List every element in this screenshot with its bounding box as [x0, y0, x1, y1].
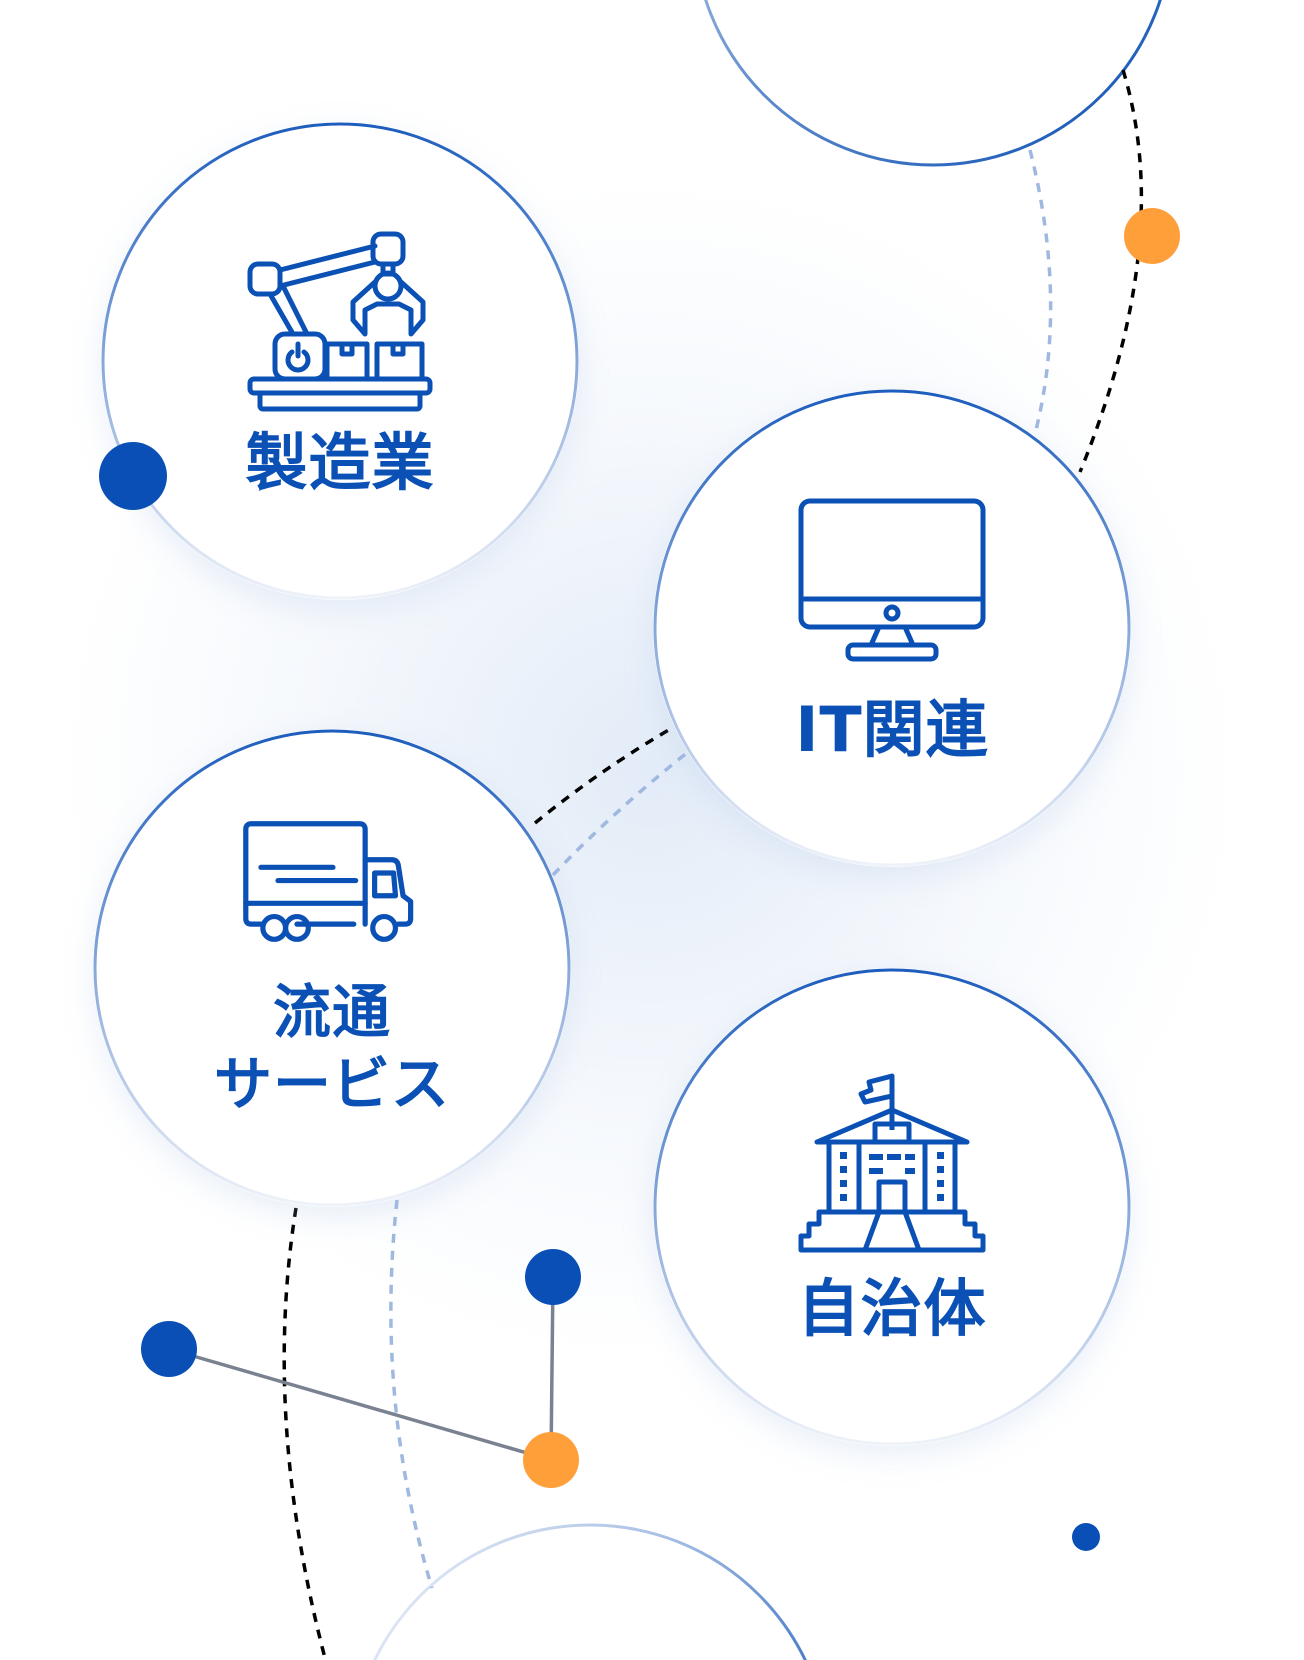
robot-arm-icon	[247, 231, 433, 412]
connector-line	[549, 1276, 555, 1461]
dashed-arc-blue-bottom	[389, 1199, 434, 1589]
decorative-dot-blue	[141, 1321, 197, 1377]
decorative-dot-orange	[1124, 208, 1180, 264]
card-ring	[93, 729, 571, 1207]
delivery-truck-icon	[243, 821, 414, 942]
decorative-dot-blue	[525, 1249, 581, 1305]
decorative-dot-blue-small	[1072, 1523, 1100, 1551]
dashed-line-black-mid	[533, 726, 673, 825]
dashed-arc-blue-top	[1028, 149, 1053, 431]
card-ring	[653, 389, 1131, 867]
decorative-dot-blue	[99, 442, 167, 510]
city-hall-icon	[798, 1073, 986, 1253]
card-ring	[101, 122, 579, 600]
industry-card-distribution[interactable]: 流通 サービス	[93, 729, 571, 1207]
industry-card-government[interactable]: 自治体	[653, 968, 1131, 1446]
industry-label: 製造業	[245, 426, 435, 499]
dashed-arc-black-bottom	[282, 1207, 328, 1660]
card-ring	[653, 968, 1131, 1446]
desktop-monitor-icon	[798, 498, 986, 662]
industry-label: IT関連	[795, 693, 989, 766]
dashed-line-blue-mid	[551, 750, 690, 877]
connector-line	[168, 1347, 552, 1462]
top-partial-circle	[704, 0, 1162, 167]
industry-card-it[interactable]: IT関連	[653, 389, 1131, 867]
industry-label: 自治体	[797, 1272, 987, 1345]
industry-card-manufacturing[interactable]: 製造業	[101, 122, 579, 600]
decorative-dot-orange	[523, 1432, 579, 1488]
bottom-partial-circle	[373, 1523, 807, 1660]
industry-label: 流通 サービス	[213, 978, 450, 1118]
